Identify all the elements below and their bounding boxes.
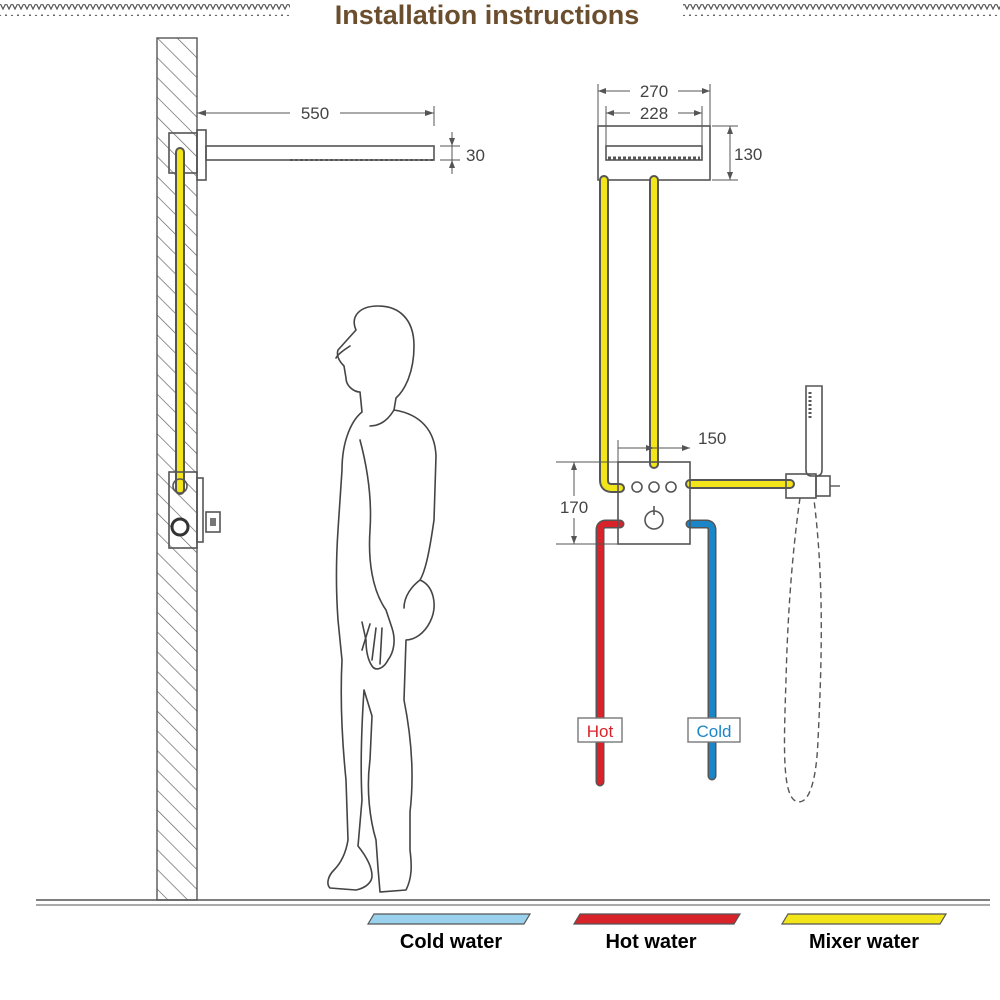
- title-border-left: [0, 4, 290, 16]
- dimension-head-outer-width: 270: [597, 80, 711, 126]
- cold-tag: Cold: [687, 717, 741, 743]
- dim-label-270: 270: [640, 82, 668, 101]
- legend-item-mixer: Mixer water: [780, 913, 948, 953]
- legend-label-mixer: Mixer water: [809, 931, 919, 953]
- dimension-head-height: 130: [712, 125, 762, 181]
- mixer-pipes-front-view: [599, 175, 795, 493]
- title-border-right: [683, 4, 1000, 16]
- dimension-arm-length: 550: [196, 101, 435, 126]
- dim-label-30: 30: [466, 146, 485, 165]
- valve-front-view: [617, 461, 691, 545]
- hot-supply-pipe: [595, 519, 625, 787]
- dim-label-550: 550: [301, 104, 329, 123]
- legend-item-cold: Cold water: [366, 913, 532, 953]
- cold-supply-pipe: [685, 519, 717, 781]
- floor-line: [36, 899, 990, 906]
- human-figure: [327, 305, 437, 893]
- dim-label-170: 170: [560, 498, 588, 517]
- dimension-valve-offset: 150: [617, 429, 726, 462]
- dim-label-228: 228: [640, 104, 668, 123]
- shower-arm-side-view: [168, 129, 435, 181]
- legend-label-hot: Hot water: [605, 931, 696, 953]
- hot-tag: Hot: [577, 717, 623, 743]
- cold-tag-label: Cold: [697, 722, 732, 741]
- hand-shower: [783, 385, 840, 803]
- dimension-valve-height: 170: [556, 461, 618, 545]
- dimension-arm-thickness: 30: [440, 132, 485, 174]
- legend: Cold water Hot water Mixer water: [366, 913, 948, 953]
- shower-head-front-view: [597, 125, 711, 181]
- page-title: Installation instructions: [335, 0, 640, 30]
- hot-tag-label: Hot: [587, 722, 614, 741]
- legend-item-hot: Hot water: [572, 913, 742, 953]
- dim-label-130: 130: [734, 145, 762, 164]
- legend-label-cold: Cold water: [400, 931, 502, 953]
- dim-label-150: 150: [698, 429, 726, 448]
- dimension-head-inner-width: 228: [605, 103, 703, 146]
- valve-side-view: [168, 471, 221, 549]
